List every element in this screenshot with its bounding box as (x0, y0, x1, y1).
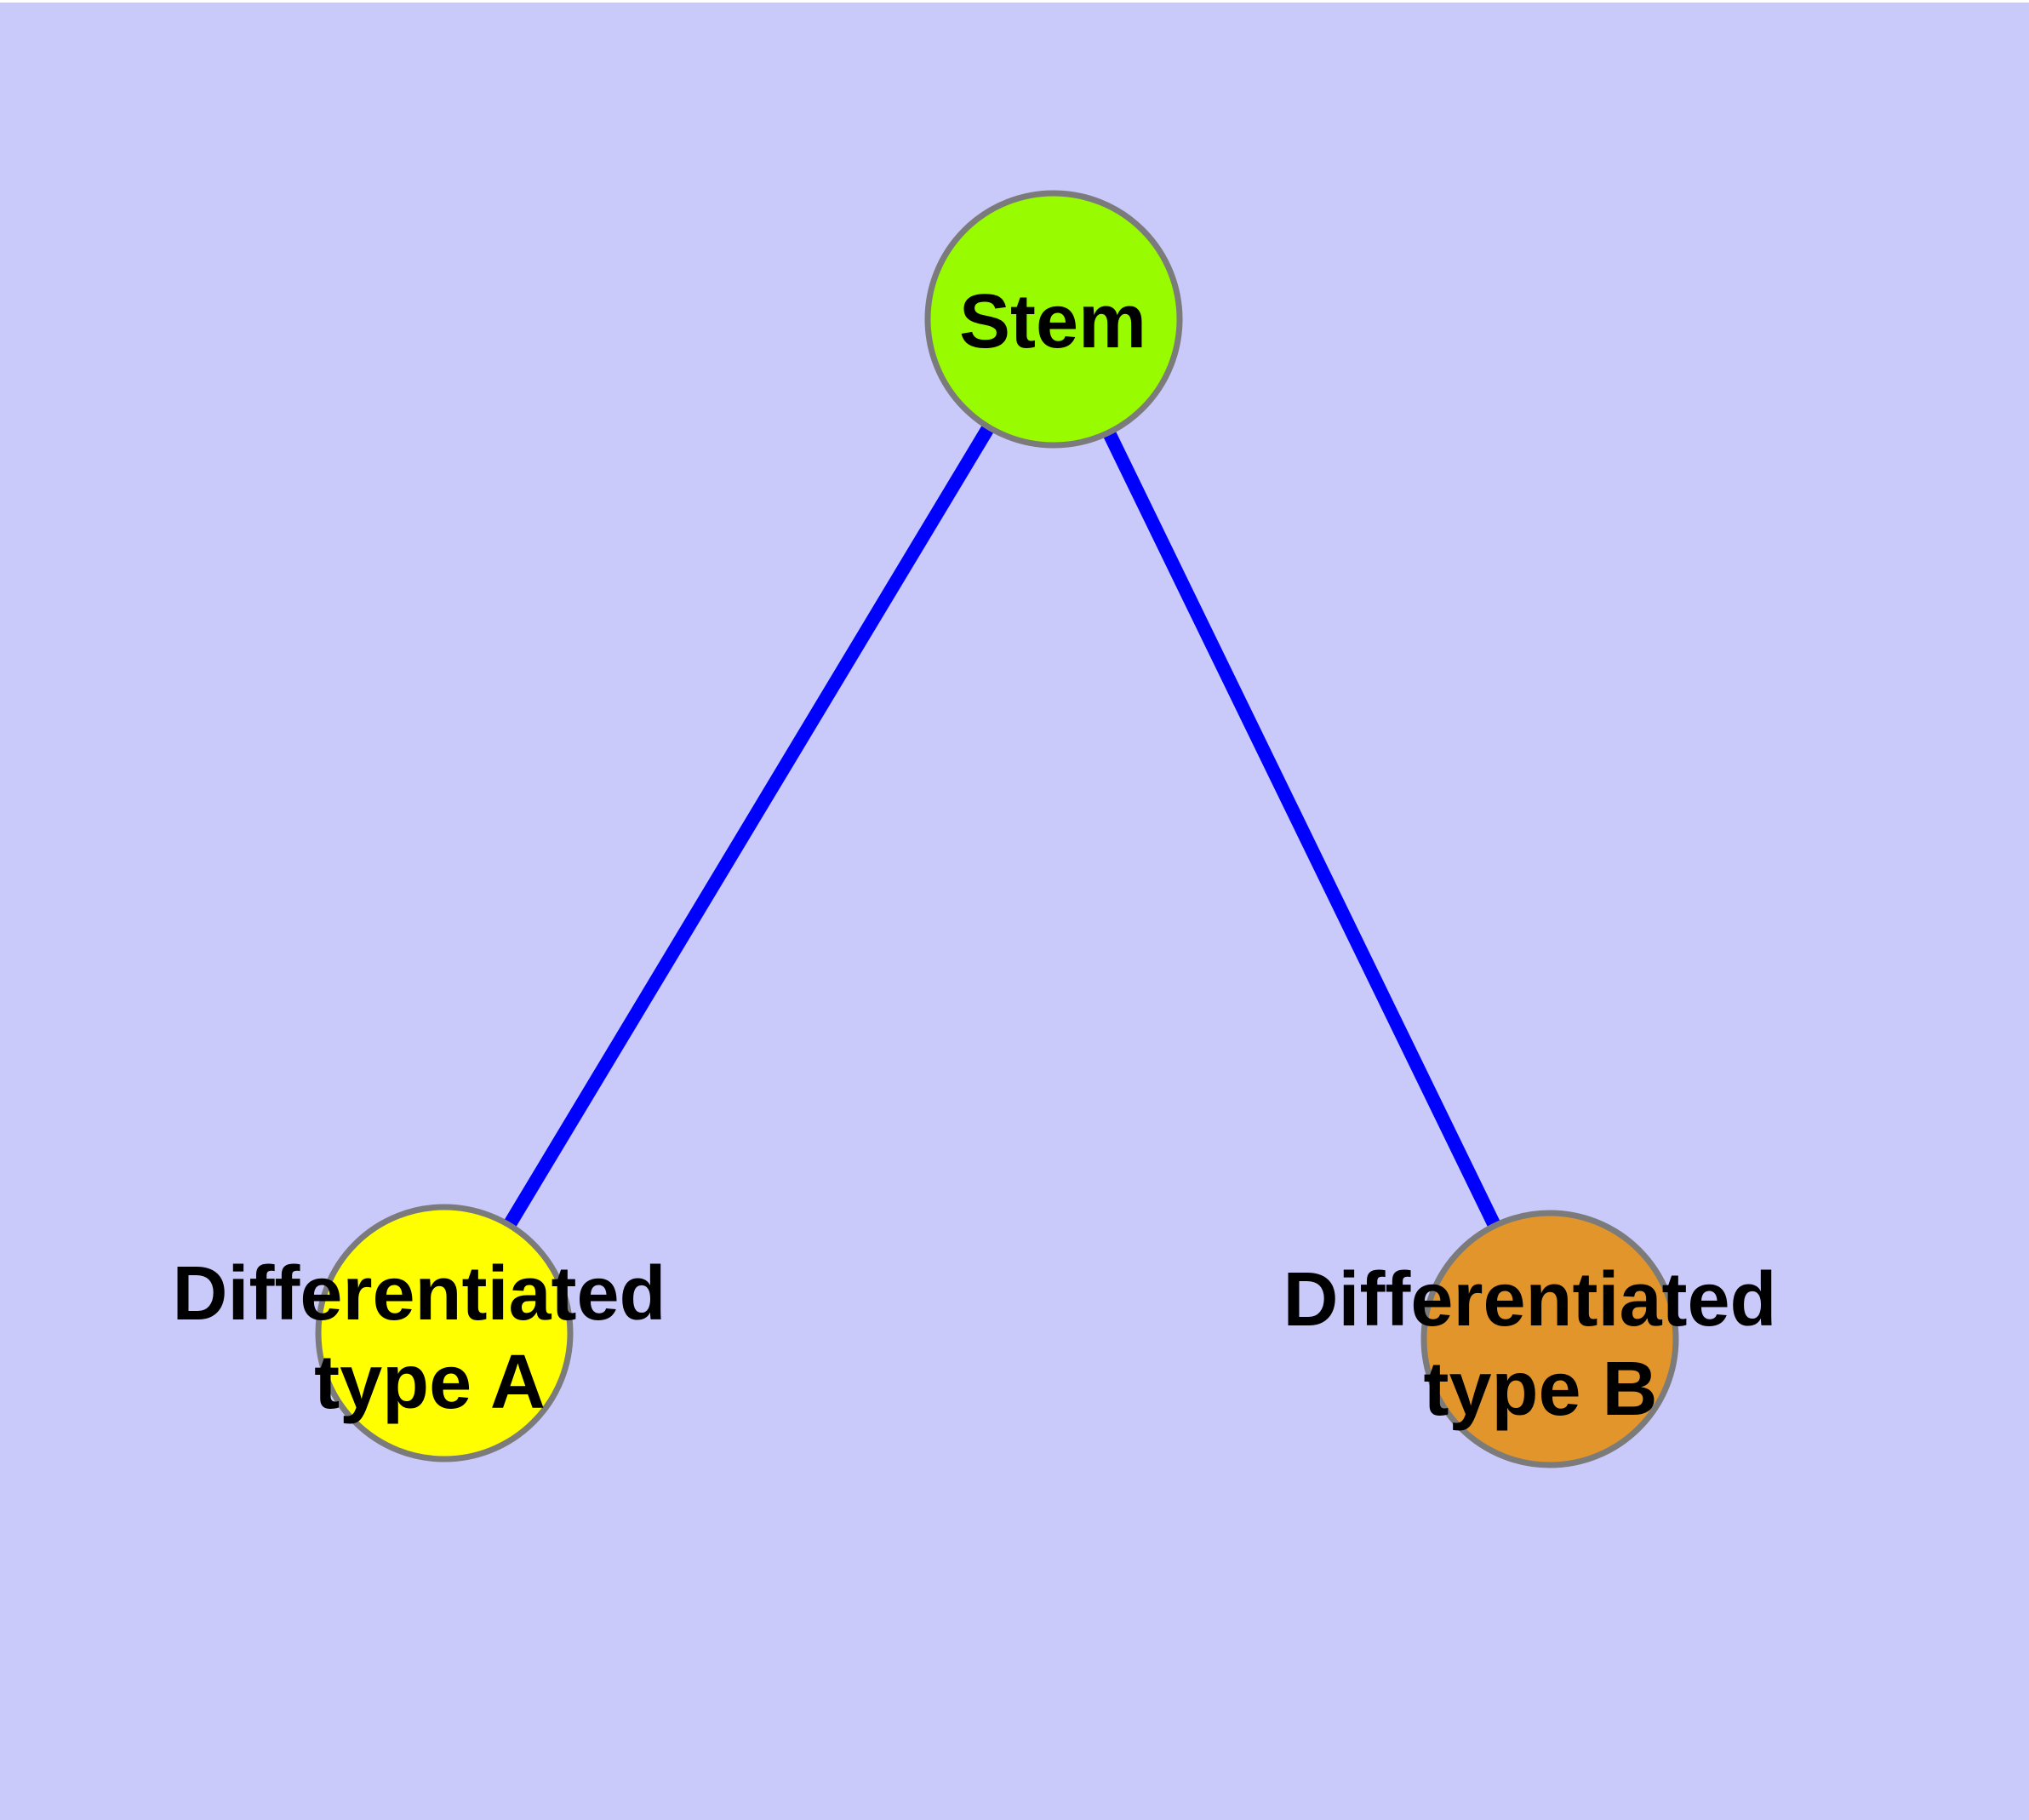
node-label-type-a-line1: Differentiated (172, 1251, 666, 1336)
edge-stem-to-type-a (438, 315, 1060, 1337)
node-label-type-a: Differentiated type A (172, 1251, 687, 1425)
node-label-type-b: Differentiated type B (1283, 1257, 1798, 1432)
node-label-stem: Stem (959, 279, 1146, 364)
node-differentiated-type-b (1420, 1210, 1679, 1468)
node-differentiated-type-a (315, 1204, 574, 1462)
node-label-type-a-line2: type A (314, 1340, 546, 1425)
edge-stem-to-type-b (1047, 316, 1557, 1342)
top-edge-strip (0, 0, 2029, 3)
node-stem (924, 190, 1183, 449)
node-label-type-b-line2: type B (1423, 1347, 1657, 1432)
node-label-type-b-line1: Differentiated (1283, 1257, 1776, 1342)
